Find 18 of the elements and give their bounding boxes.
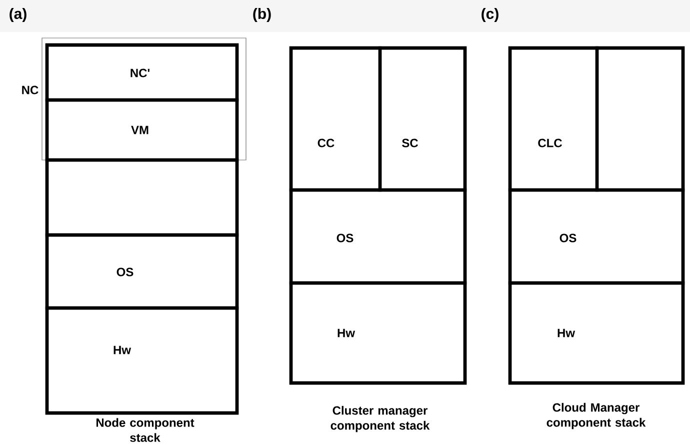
layer-box: NC'	[45, 43, 239, 102]
layer-box: Hw	[508, 281, 685, 385]
node-label: Cluster manager component stack	[330, 406, 430, 432]
panel-label: (a)	[10, 8, 26, 22]
layer-box: OS	[508, 188, 685, 285]
layer-box: OS	[289, 188, 467, 285]
layer-box: CLC	[508, 46, 599, 192]
layer-box: CC	[289, 46, 382, 192]
layer-box: OS	[45, 233, 239, 310]
layer-box: Hw	[289, 281, 467, 385]
layer-box: VM	[45, 98, 239, 162]
node-label: Node component stack	[96, 418, 194, 442]
layer-box: SC	[378, 46, 467, 192]
panel-label: (b)	[253, 8, 271, 22]
node-label: Cloud Manager component stack	[546, 402, 646, 430]
panel-label: (c)	[482, 8, 498, 22]
layer-box: Hw	[45, 306, 239, 415]
node-label: NC	[22, 86, 38, 94]
